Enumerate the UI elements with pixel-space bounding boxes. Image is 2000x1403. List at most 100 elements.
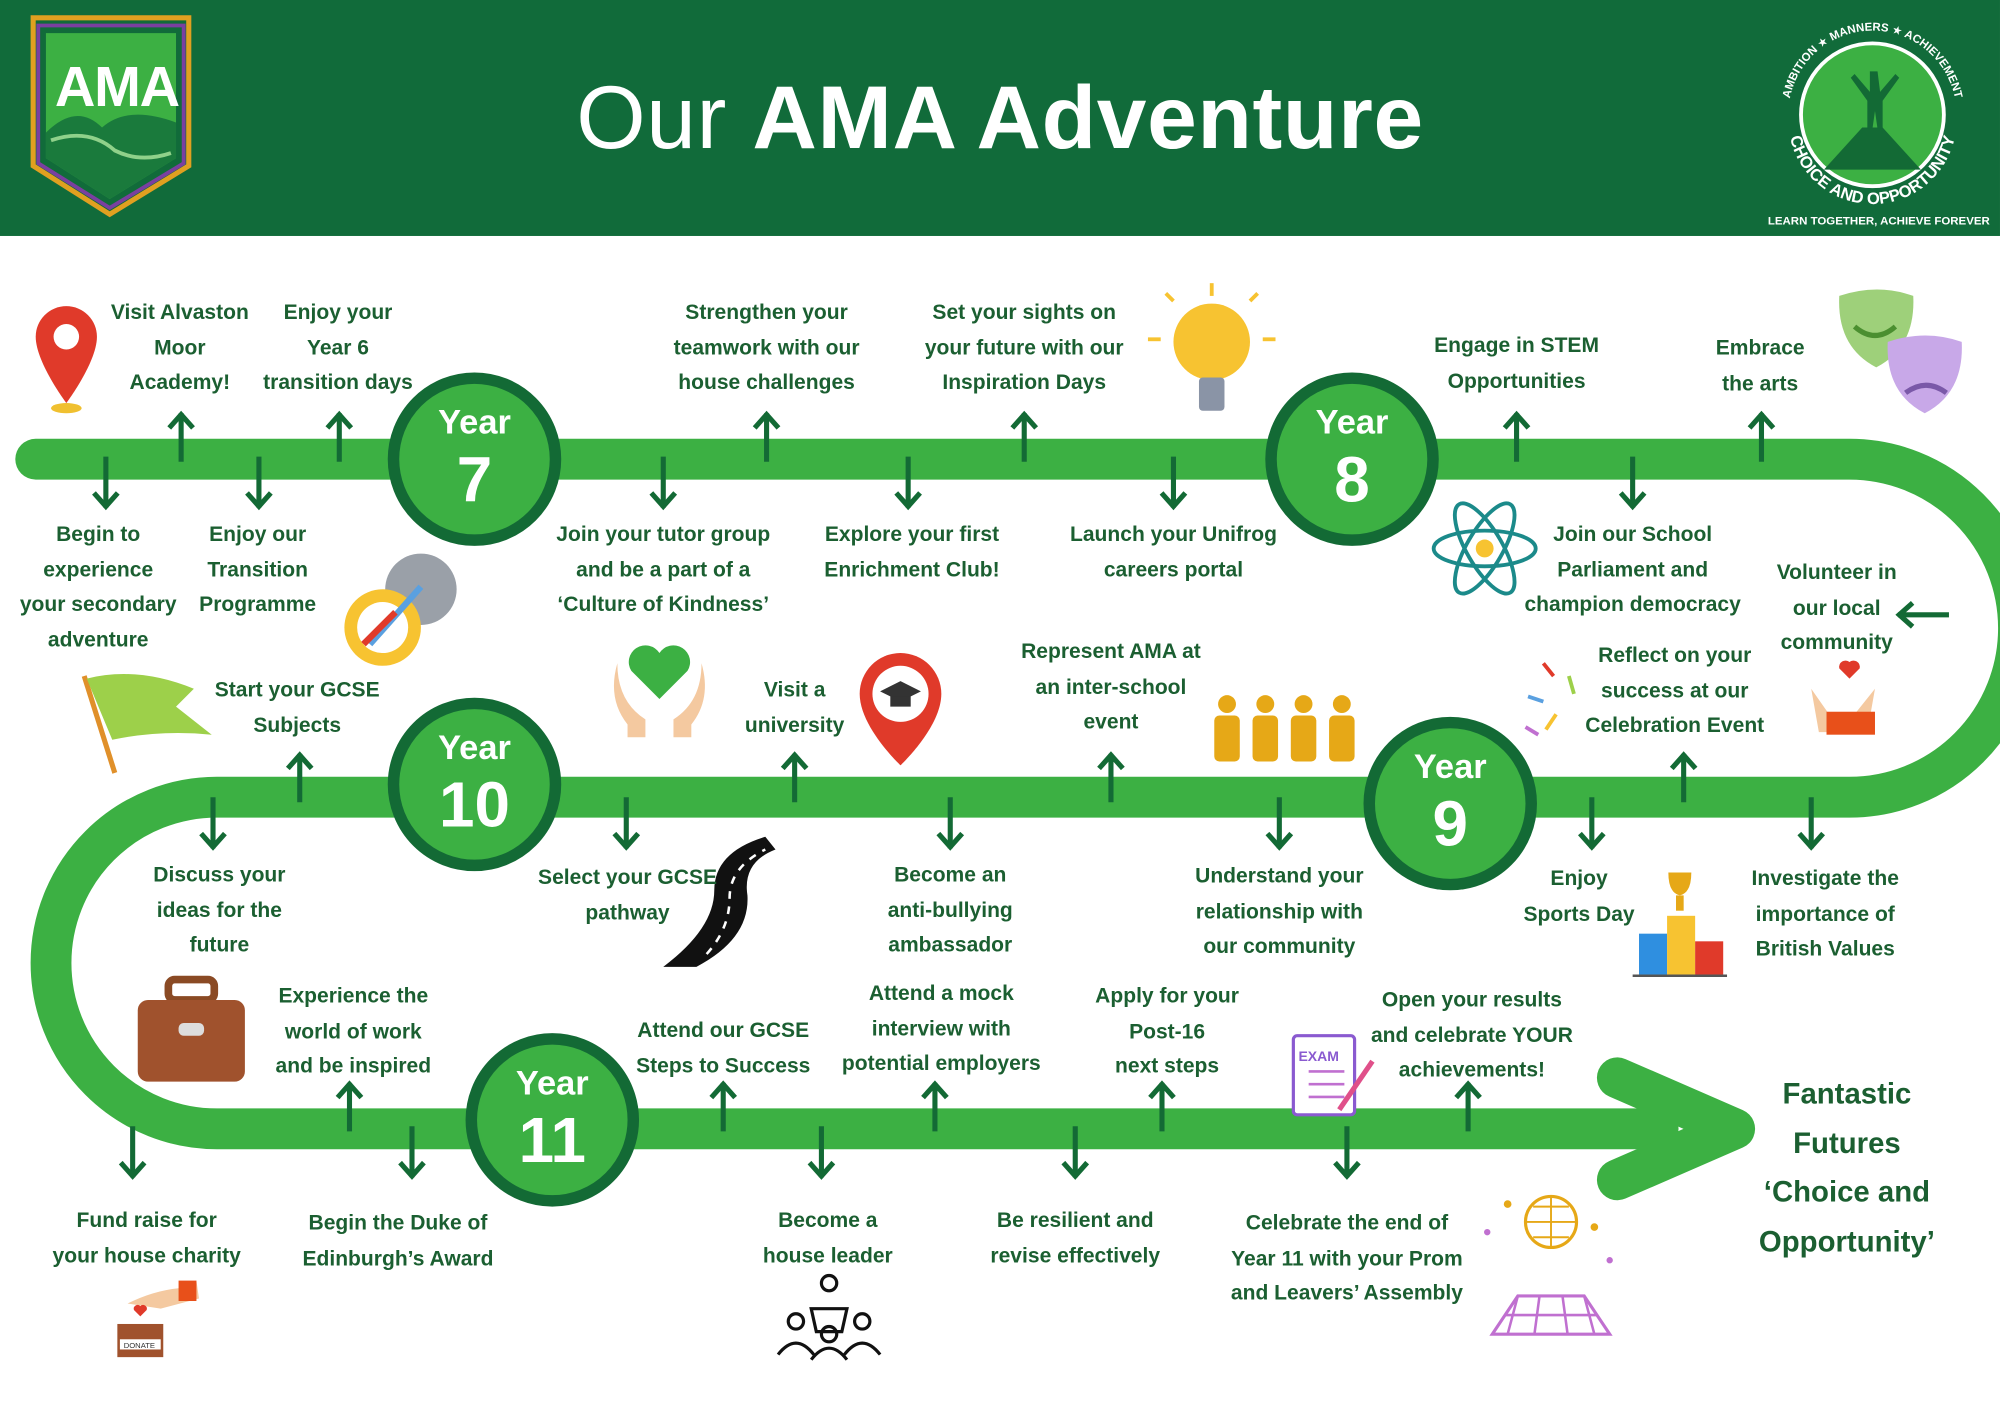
confetti-icon (1524, 662, 1576, 737)
arrow-icon (245, 456, 273, 511)
heart-hands-icon (613, 645, 705, 738)
milestone-label: Celebrate the end of Year 11 with your P… (1230, 1211, 1463, 1305)
school-crest-logo (30, 15, 192, 218)
arrow-icon (1618, 456, 1647, 511)
arrow-icon (807, 1126, 836, 1180)
milestone-label: Set your sights on your future with our … (924, 301, 1124, 395)
final-destination: Fantastic Futures ‘Choice and Opportunit… (1758, 1076, 1935, 1258)
milestone-label: Begin to experience your secondary adven… (19, 522, 177, 652)
arrow-icon (612, 797, 641, 851)
milestone-label: Enjoy your Year 6 transition days (263, 301, 413, 395)
milestone-label: Volunteer in our local community (1776, 561, 1897, 655)
arrow-icon (1895, 600, 1949, 629)
milestone-label: Discuss your ideas for the future (153, 863, 286, 957)
arrow-icon (752, 410, 781, 462)
year-word: Year (438, 728, 511, 767)
arrow-icon (649, 456, 678, 511)
milestone-label: Join your tutor group and be a part of a… (556, 522, 771, 617)
arrow-icon (1010, 410, 1039, 462)
briefcase-icon (137, 975, 245, 1082)
title-light: Our (576, 67, 727, 168)
milestone-label: Reflect on your success at our Celebrati… (1585, 644, 1765, 738)
milestone-label: Become an anti-bullying ambassador (887, 863, 1013, 957)
university-pin-icon (859, 653, 942, 766)
donate-label: DONATE (124, 1341, 155, 1350)
arrow-icon (118, 1126, 147, 1180)
flag-icon (81, 674, 212, 774)
seal-motto: LEARN TOGETHER, ACHIEVE FOREVER (1767, 214, 1990, 228)
arrow-icon (199, 797, 227, 851)
year-word: Year (515, 1063, 589, 1103)
year-number: 7 (456, 443, 493, 516)
header-banner: AMA Our AMA Adventure AMBITION ★ MANNERS… (0, 0, 2000, 236)
milestone-label: Attend our GCSE Steps to Success (636, 1019, 811, 1078)
arrow-icon (1061, 1126, 1090, 1180)
arrow-icon (1669, 751, 1698, 803)
arrow-icon (335, 1080, 364, 1132)
milestone-label: Strengthen your teamwork with our house … (673, 301, 860, 395)
school-seal: AMBITION ★ MANNERS ★ ACHIEVEMENT CHOICE … (1781, 22, 1964, 209)
milestone-label: Enjoy our Transition Programme (199, 522, 317, 617)
lightbulb-icon (1147, 283, 1276, 411)
milestone-label: Understand your relationship with our co… (1195, 864, 1364, 958)
arrow-icon (1747, 410, 1776, 462)
milestone-label: Enjoy Sports Day (1523, 867, 1635, 926)
milestone-label: Become a house leader (762, 1209, 893, 1268)
milestone-label: Experience the world of work and be insp… (275, 984, 432, 1078)
arrow-icon (780, 751, 809, 803)
arrow-icon (1148, 1080, 1176, 1132)
year-number: 11 (518, 1104, 586, 1177)
arrow-icon (1097, 751, 1125, 803)
milestone-label: Fund raise for your house charity (52, 1209, 241, 1268)
year-number: 10 (439, 769, 510, 841)
arrow-icon (398, 1126, 426, 1180)
milestone-label: Embrace the arts (1715, 336, 1805, 395)
atom-icon (1431, 501, 1538, 596)
arrow-icon (894, 456, 922, 511)
helping-hands-icon (1811, 660, 1875, 735)
theatre-masks-icon (1839, 289, 1962, 414)
milestone-label: Investigate the importance of British Va… (1751, 867, 1899, 961)
arrow-icon (92, 456, 120, 511)
page-title: Our AMA Adventure (0, 66, 2000, 168)
year-word: Year (1413, 747, 1487, 786)
arrow-icon (1265, 797, 1294, 851)
milestone-label: Join our School Parliament and champion … (1524, 522, 1741, 617)
arrow-icon (936, 797, 965, 851)
arrow-icon (325, 410, 354, 462)
road-icon (663, 836, 776, 967)
logo-text: AMA (54, 56, 180, 119)
arrow-icon (1333, 1126, 1361, 1180)
milestone-label: Engage in STEM Opportunities (1434, 334, 1600, 393)
year-number: 9 (1432, 788, 1468, 860)
arrow-icon (921, 1080, 949, 1132)
milestone-label: Explore your first Enrichment Club! (824, 522, 1000, 581)
year-word: Year (1315, 403, 1389, 442)
year-word: Year (438, 403, 511, 442)
milestone-label: Select your GCSE pathway (538, 866, 718, 925)
road-arrowhead (1596, 1057, 1756, 1201)
arrow-icon (1797, 797, 1826, 851)
milestone-label: Open your results and celebrate YOUR ach… (1370, 988, 1573, 1082)
donation-box-icon: DONATE (117, 1280, 199, 1358)
milestone-label: Visit a university (744, 678, 845, 737)
disco-floor-icon (1484, 1194, 1613, 1336)
podium-icon (1632, 872, 1728, 978)
milestone-label: Attend a mock interview with potential e… (841, 982, 1041, 1076)
arrow-icon (1454, 1080, 1482, 1132)
milestone-label: Represent AMA at an inter-school event (1021, 640, 1201, 734)
title-bold: AMA Adventure (752, 67, 1424, 168)
exam-clipboard-icon: EXAM (1291, 1034, 1375, 1117)
milestone-label: Apply for your Post-16 next steps (1095, 984, 1239, 1078)
exam-label: EXAM (1298, 1048, 1339, 1064)
arrow-icon (285, 751, 314, 803)
arrow-icon (1502, 410, 1531, 462)
milestone-label: Be resilient and revise effectively (990, 1209, 1161, 1268)
